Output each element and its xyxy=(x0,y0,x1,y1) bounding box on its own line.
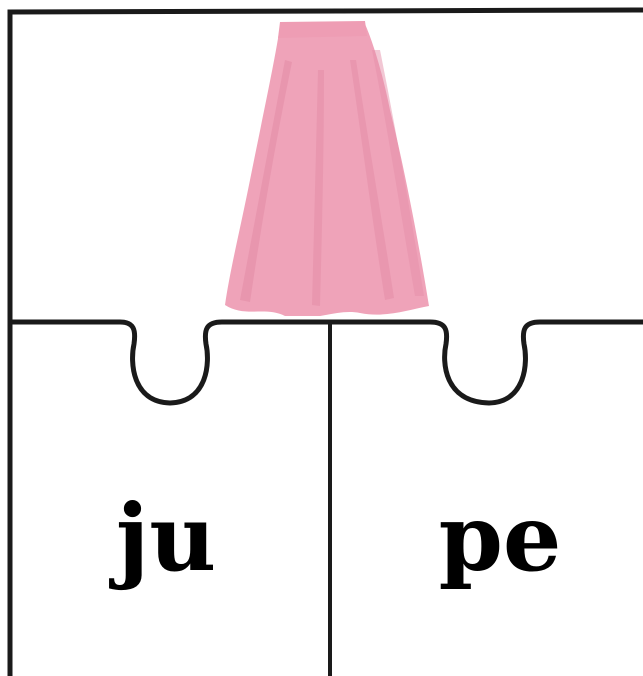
pink-skirt-icon xyxy=(222,21,432,322)
syllable-label-2: pe xyxy=(439,484,562,592)
puzzle-outer-frame xyxy=(7,7,643,676)
top-piece-image-card[interactable] xyxy=(222,21,432,322)
puzzle-seam-horizontal xyxy=(10,319,643,406)
bottom-right-piece[interactable]: pe xyxy=(332,405,643,676)
bottom-left-piece[interactable]: ju xyxy=(12,405,328,676)
syllable-label-1: ju xyxy=(109,484,216,592)
